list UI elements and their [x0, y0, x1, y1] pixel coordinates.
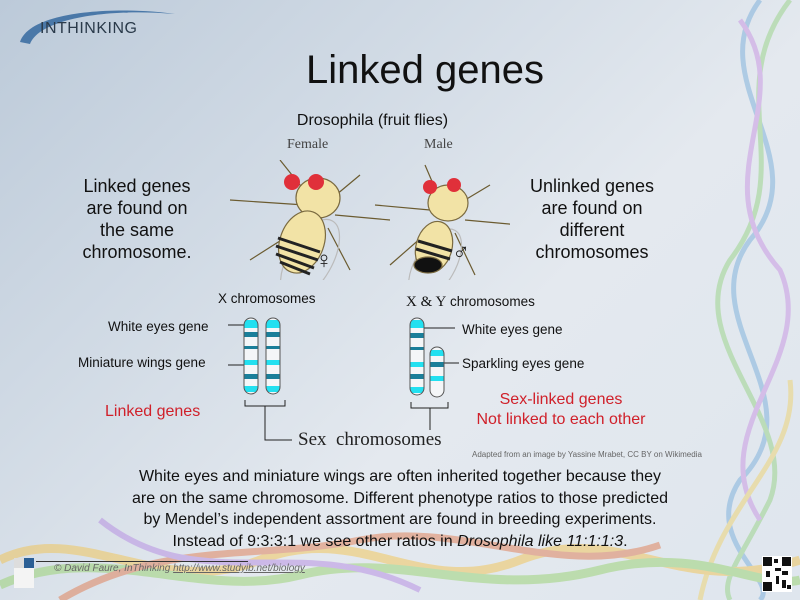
chromosome — [409, 317, 425, 396]
female-fly — [229, 160, 391, 280]
image-attribution: Adapted from an image by Yassine Mrabet,… — [472, 450, 702, 459]
footer-divider — [36, 561, 248, 562]
sparkling-eyes-gene-label: Sparkling eyes gene — [462, 356, 585, 371]
page-title: Linked genes — [306, 48, 544, 92]
chromosome-band — [266, 374, 280, 379]
miniature-wings-gene-label: Miniature wings gene — [78, 355, 206, 370]
chromosome-band — [266, 332, 280, 337]
chromosome-band — [244, 332, 258, 337]
male-symbol: ♂ — [452, 239, 470, 266]
male-fly — [374, 164, 510, 280]
chromosome-band — [410, 374, 424, 379]
chromosome — [265, 317, 281, 395]
female-symbol: ♀ — [315, 247, 333, 274]
sex-chromosomes-label: Sex chromosomes — [298, 429, 442, 450]
chromosome-band — [410, 387, 424, 393]
footer-link[interactable]: http://www.studyib.net/biology — [173, 563, 305, 574]
chromosome-band — [266, 346, 280, 349]
chromosome-band — [410, 362, 424, 367]
female-label: Female — [287, 137, 329, 152]
chromosome-band — [244, 346, 258, 349]
x-chromosomes-label: X chromosomes — [218, 291, 316, 306]
chromosome — [429, 346, 445, 398]
chromosome-band — [410, 347, 424, 350]
logo: INTHINKING — [40, 20, 138, 37]
qr-code[interactable] — [762, 556, 792, 592]
chromosome-band — [244, 374, 258, 379]
chromosome-band — [244, 386, 258, 392]
subtitle: Drosophila (fruit flies) — [296, 112, 449, 129]
logo-swoosh — [20, 10, 175, 44]
white-eyes-gene-label: White eyes gene — [108, 319, 209, 334]
footer-credit: © David Faure, InThinking http://www.stu… — [54, 563, 305, 574]
chromosome-band — [410, 333, 424, 338]
chromosome-band — [430, 376, 444, 381]
linked-genes-label: Linked genes — [105, 403, 201, 420]
male-label: Male — [424, 137, 453, 152]
xy-chromosomes-label: X & Y chromosomes — [406, 294, 535, 310]
chromosome-band — [430, 362, 444, 367]
white-eyes-gene-label-right: White eyes gene — [462, 322, 563, 337]
chromosome-band — [244, 360, 258, 365]
footer-square-accent — [24, 558, 34, 568]
fruit-fly-illustration: ♀ ♂ — [229, 160, 510, 280]
explanation-paragraph: White eyes and miniature wings are often… — [131, 468, 668, 550]
chromosome-band — [244, 320, 258, 328]
footer-square-light — [14, 568, 34, 588]
chromosome — [243, 317, 259, 395]
chromosome-band — [266, 386, 280, 392]
chromosome-band — [430, 350, 444, 356]
chromosome-band — [266, 360, 280, 365]
chromosome-band — [410, 320, 424, 328]
chromosome-band — [266, 320, 280, 328]
